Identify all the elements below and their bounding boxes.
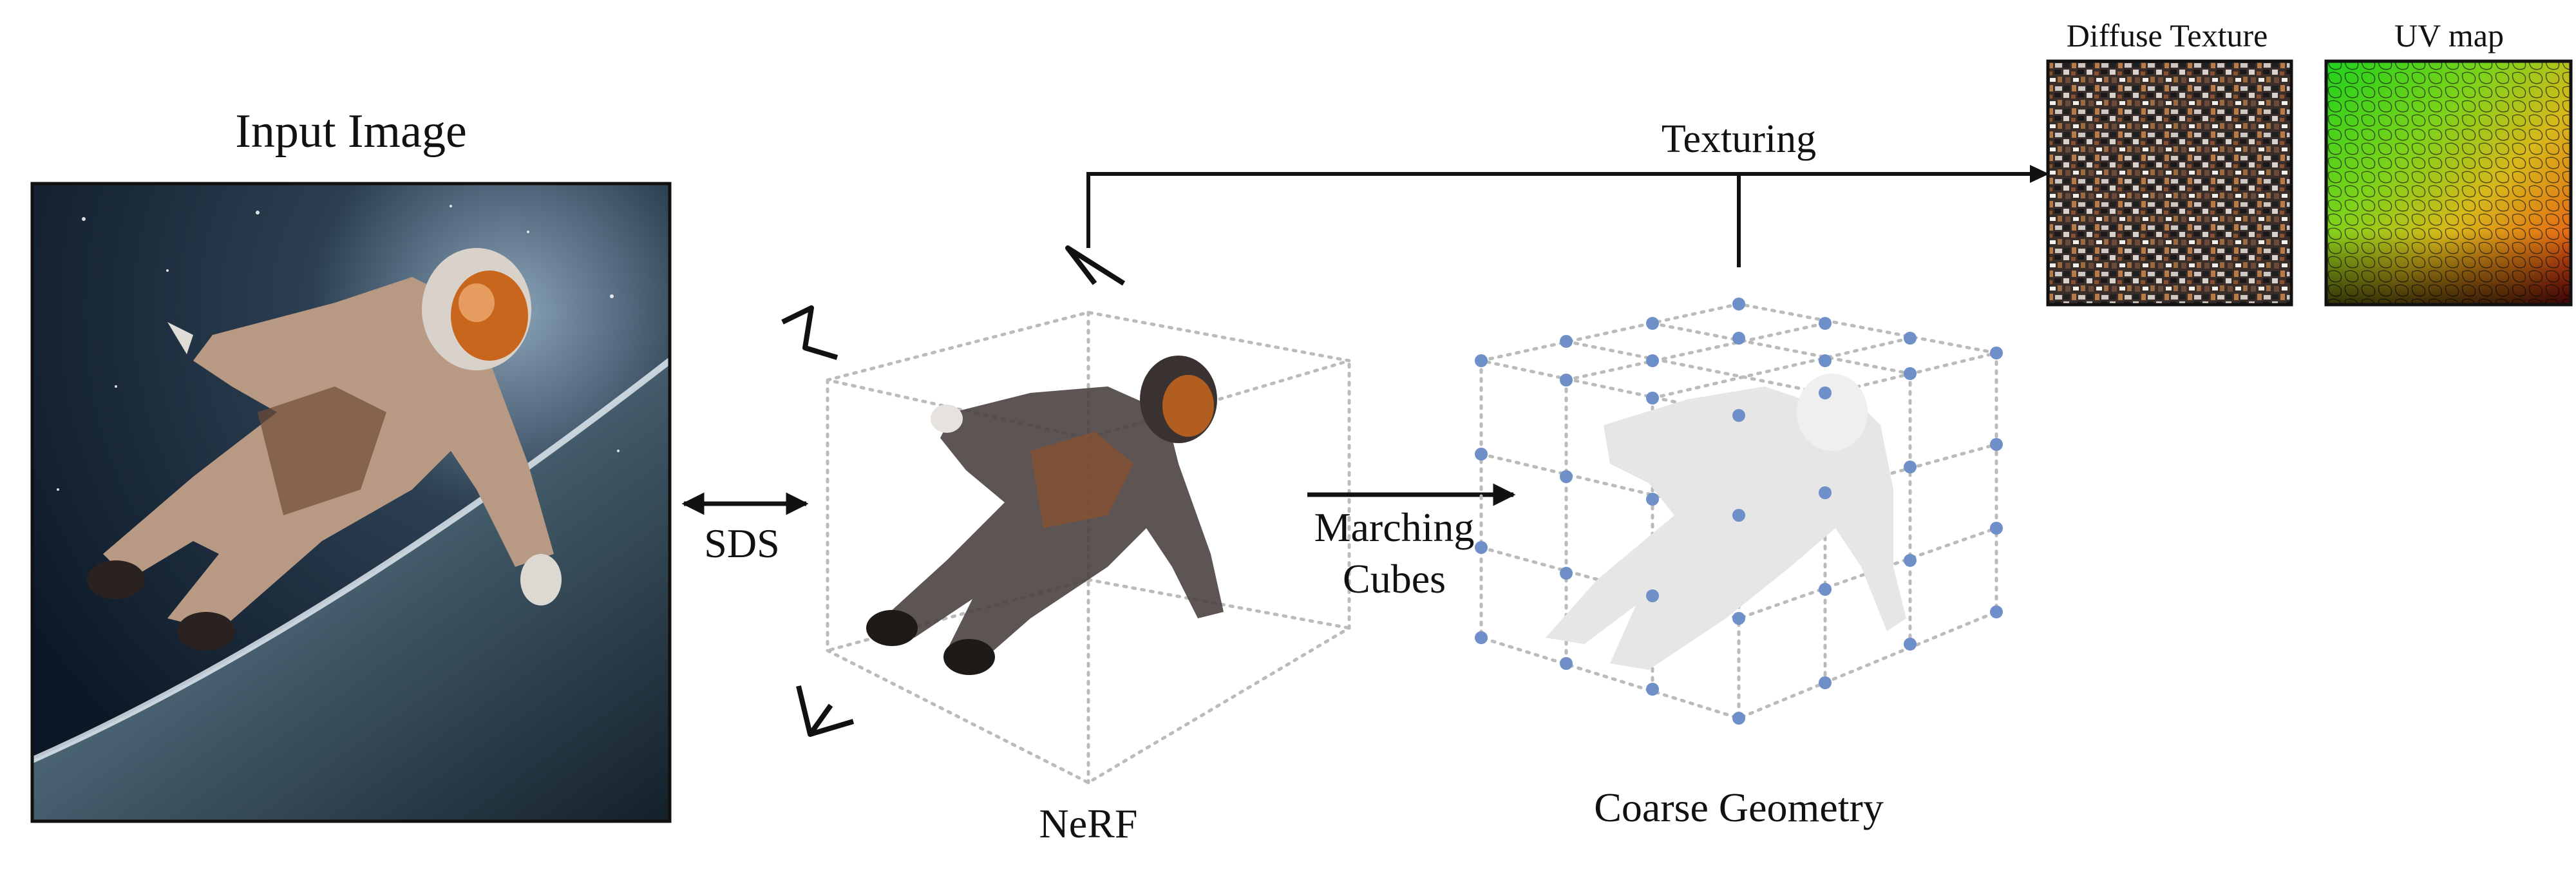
sds-label: SDS xyxy=(704,520,779,566)
marching-label-line1: Marching xyxy=(1314,504,1475,550)
nerf-astronaut xyxy=(866,356,1224,675)
nerf-label: NeRF xyxy=(1039,801,1138,846)
astronaut xyxy=(87,248,562,651)
texturing-label: Texturing xyxy=(1662,117,1816,161)
diffuse-texture-image xyxy=(2046,59,2293,307)
camera-icon xyxy=(781,305,838,360)
texturing-connector xyxy=(1086,172,2035,267)
camera-icon xyxy=(1065,245,1126,286)
coarse-geometry-mesh xyxy=(1546,374,1906,670)
uv-map-title: UV map xyxy=(2394,17,2504,53)
input-image xyxy=(30,182,672,823)
uv-map-image xyxy=(2324,59,2573,307)
grid-dots xyxy=(1475,298,2003,725)
camera-icon xyxy=(796,685,855,737)
marching-label-line2: Cubes xyxy=(1343,556,1446,602)
arrow-right-icon xyxy=(2030,165,2049,183)
input-image-title: Input Image xyxy=(235,105,467,158)
diffuse-texture-title: Diffuse Texture xyxy=(2067,17,2268,53)
coarse-geometry-label: Coarse Geometry xyxy=(1594,785,1884,830)
